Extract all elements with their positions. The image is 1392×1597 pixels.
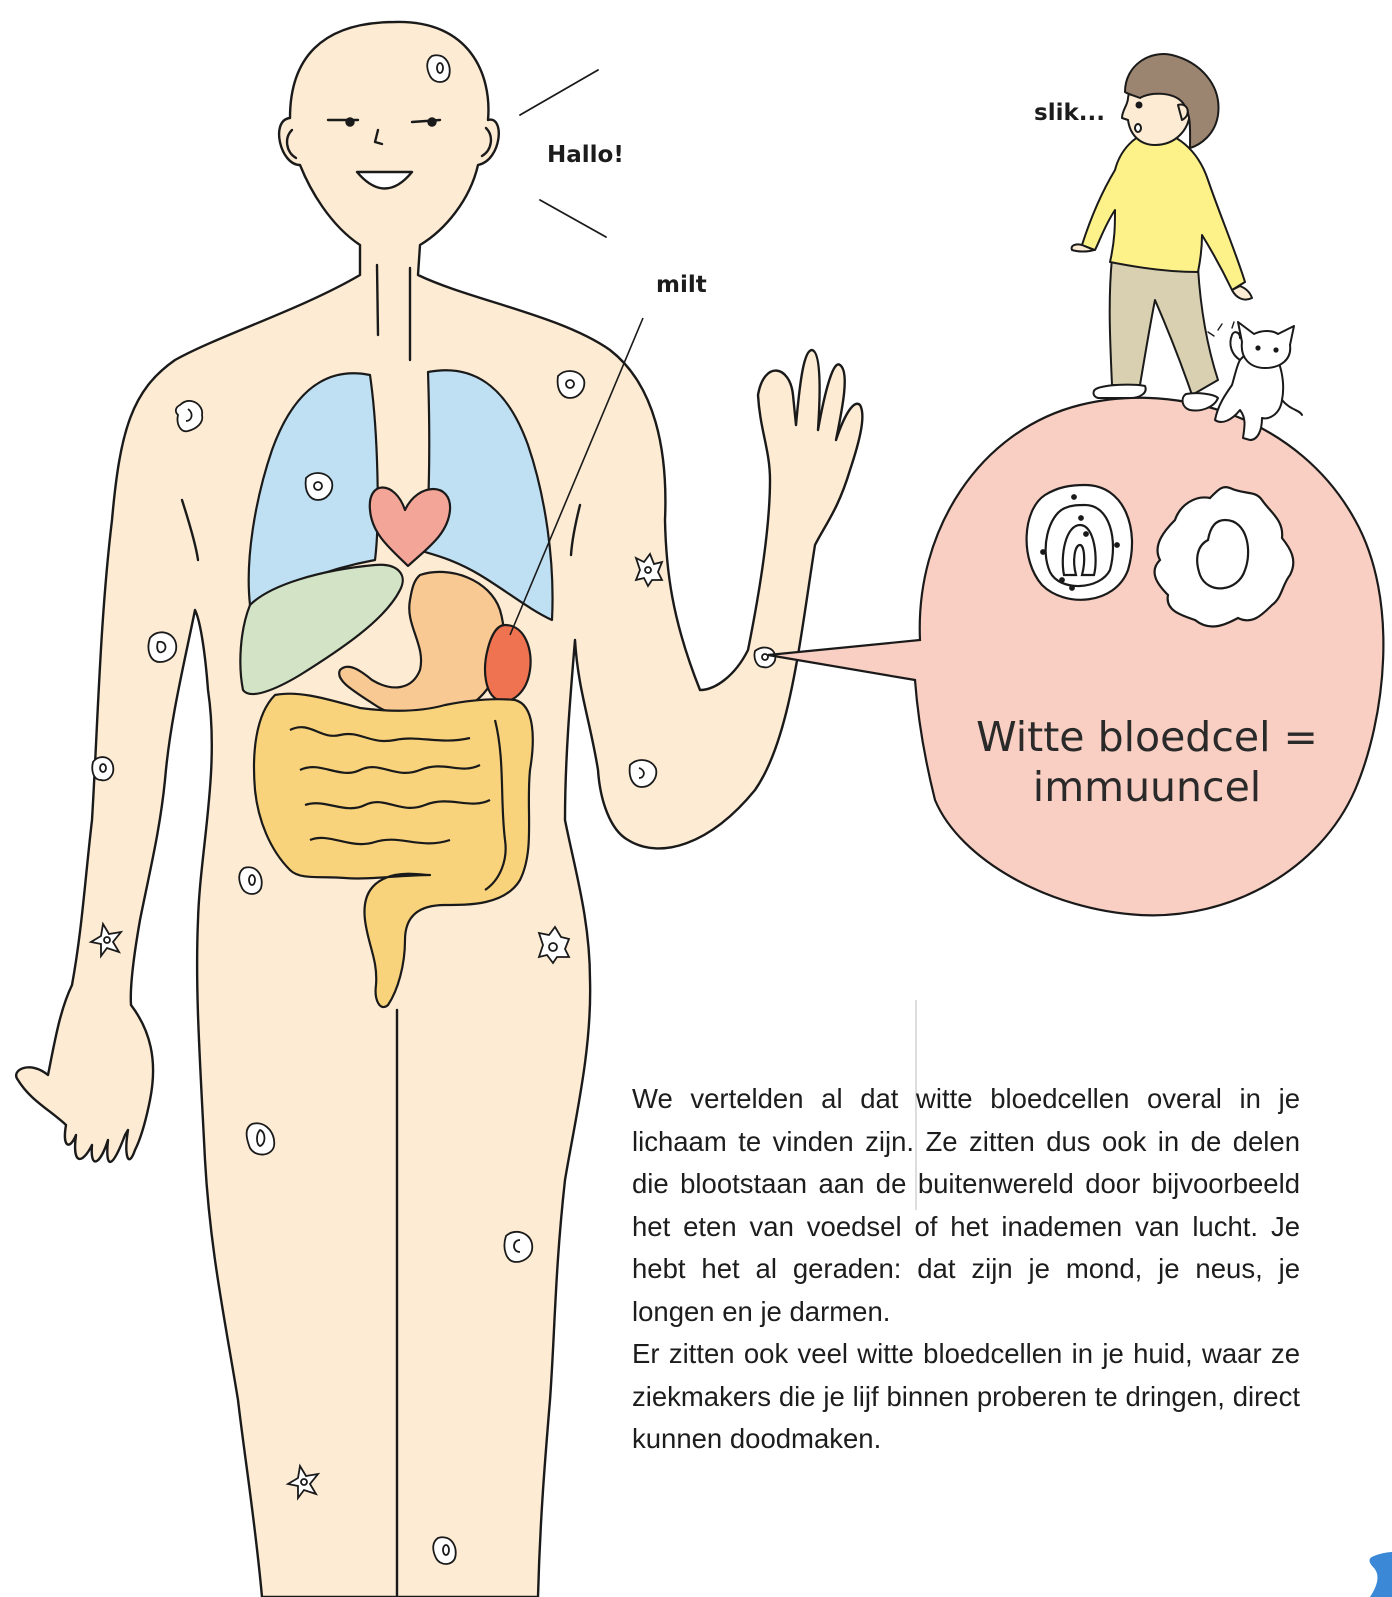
body-paragraph: We vertelden al dat witte bloedcellen ov…	[632, 1078, 1300, 1333]
page-corner-tab	[1370, 1552, 1392, 1597]
cat-character	[1208, 322, 1302, 440]
zoom-bubble	[768, 398, 1383, 916]
gulp-label: slik...	[1034, 100, 1105, 126]
bubble-caption-line2: immuuncel	[948, 762, 1346, 812]
greeting-label: Hallo!	[547, 142, 624, 168]
bubble-caption: Witte bloedcel = immuuncel	[948, 712, 1346, 812]
body-paragraph: Er zitten ook veel witte bloedcellen in …	[632, 1333, 1300, 1461]
bubble-caption-line1: Witte bloedcel =	[948, 712, 1346, 762]
spleen	[485, 625, 531, 701]
spleen-label: milt	[656, 272, 707, 298]
bubble-shape	[768, 398, 1383, 916]
bubble-cell-left	[1027, 485, 1132, 600]
body-text: We vertelden al dat witte bloedcellen ov…	[632, 1078, 1300, 1461]
